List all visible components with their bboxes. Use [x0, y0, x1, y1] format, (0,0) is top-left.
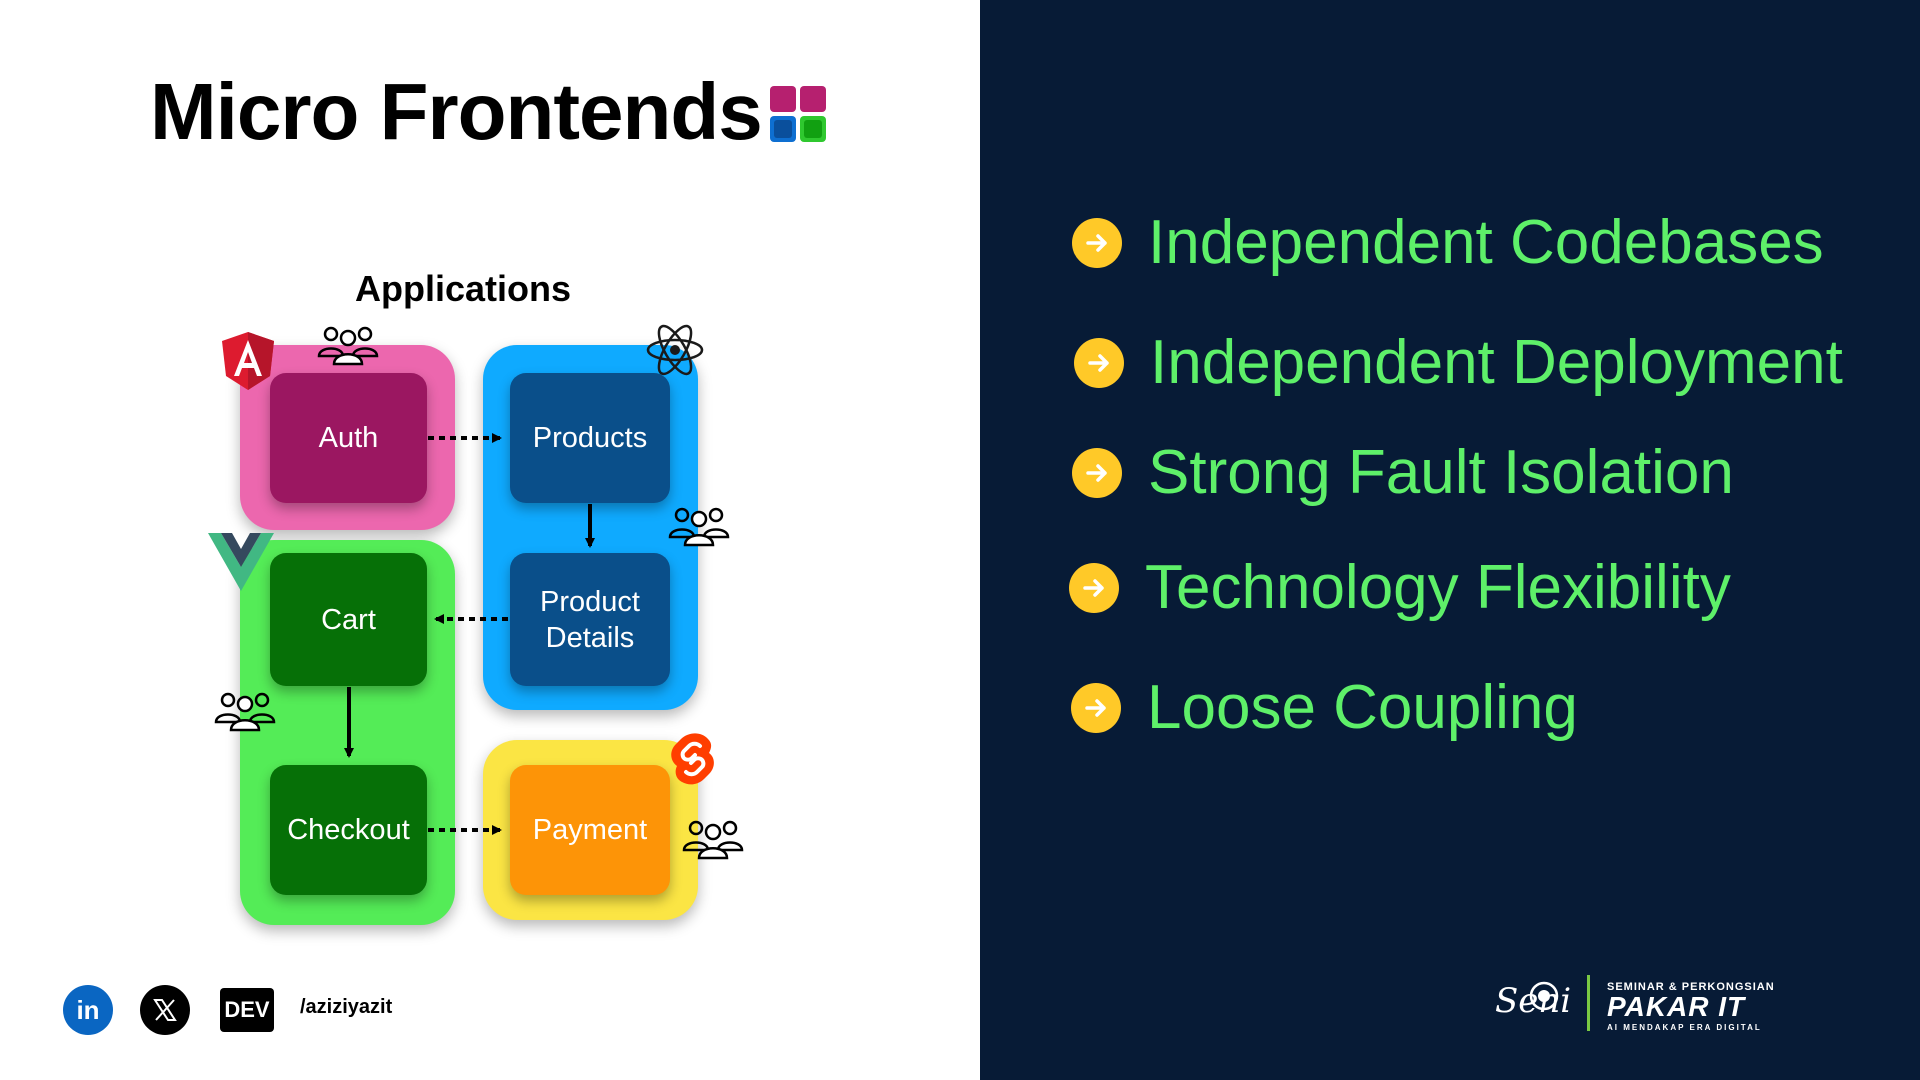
products-label: Products	[532, 422, 648, 454]
cart-box: Cart	[270, 553, 427, 686]
diagram-connectors	[344, 433, 595, 835]
speaker-head-icon	[1529, 981, 1559, 1011]
feature-item: Independent Deployment	[1074, 327, 1843, 398]
brand-main-text: PAKAR IT	[1607, 991, 1746, 1022]
arrow-right-circle-icon	[1071, 682, 1121, 733]
dev-to-icon[interactable]: DEV	[220, 988, 274, 1032]
grid-blocks-icon	[770, 86, 826, 142]
arrow-right-circle-icon	[1072, 447, 1122, 498]
linkedin-label: in	[76, 994, 100, 1025]
left-panel: Micro Frontends Applications Auth Produc…	[63, 67, 826, 1035]
brand-divider	[1587, 975, 1590, 1031]
svelte-logo-icon	[671, 733, 714, 785]
payment-box: Payment	[510, 765, 670, 895]
feature-text: Independent Codebases	[1148, 208, 1824, 277]
arrow-right-circle-icon	[1069, 562, 1119, 613]
feature-item: Independent Codebases	[1072, 207, 1824, 278]
arrow-right-circle-icon	[1072, 217, 1122, 268]
checkout-label: Checkout	[287, 814, 410, 846]
products-box: Products	[510, 373, 670, 503]
brand-top-text: SEMINAR & PERKONGSIAN	[1607, 981, 1775, 993]
checkout-box: Checkout	[270, 765, 427, 895]
right-panel	[980, 0, 1920, 1080]
feature-text: Loose Coupling	[1147, 673, 1578, 742]
auth-label: Auth	[318, 422, 379, 454]
angular-logo-icon	[222, 332, 274, 390]
team-icon	[214, 692, 276, 732]
feature-item: Strong Fault Isolation	[1072, 437, 1734, 508]
brand-logo: Seni SEMINAR & PERKONGSIAN PAKAR IT AI M…	[1495, 975, 1795, 1035]
brand-sub-text: AI MENDAKAP ERA DIGITAL	[1607, 1023, 1762, 1032]
dev-label: DEV	[224, 997, 270, 1022]
arrow-right-circle-icon	[1074, 337, 1124, 388]
feature-text: Technology Flexibility	[1145, 553, 1731, 622]
feature-item: Loose Coupling	[1071, 672, 1578, 743]
feature-text: Strong Fault Isolation	[1148, 438, 1734, 507]
team-icon	[668, 507, 730, 547]
product-details-label-line1: Product	[540, 585, 640, 618]
slide-title: Micro Frontends	[150, 67, 763, 156]
team-icon	[317, 326, 379, 366]
x-logo-icon	[153, 999, 177, 1021]
x-twitter-icon[interactable]	[140, 985, 190, 1035]
team-icon	[682, 820, 744, 860]
cart-label: Cart	[321, 603, 376, 636]
vue-logo-icon	[208, 533, 274, 591]
linkedin-icon[interactable]: in	[63, 985, 113, 1035]
product-details-label-line2: Details	[545, 621, 635, 654]
feature-text: Independent Deployment	[1150, 328, 1843, 397]
social-handle: /aziziyazit	[300, 996, 393, 1018]
auth-box: Auth	[270, 373, 427, 503]
applications-heading: Applications	[355, 268, 572, 309]
feature-item: Technology Flexibility	[1069, 552, 1731, 623]
payment-label: Payment	[532, 814, 648, 846]
react-logo-icon	[646, 324, 704, 376]
product-details-box: Product Details	[510, 553, 670, 686]
